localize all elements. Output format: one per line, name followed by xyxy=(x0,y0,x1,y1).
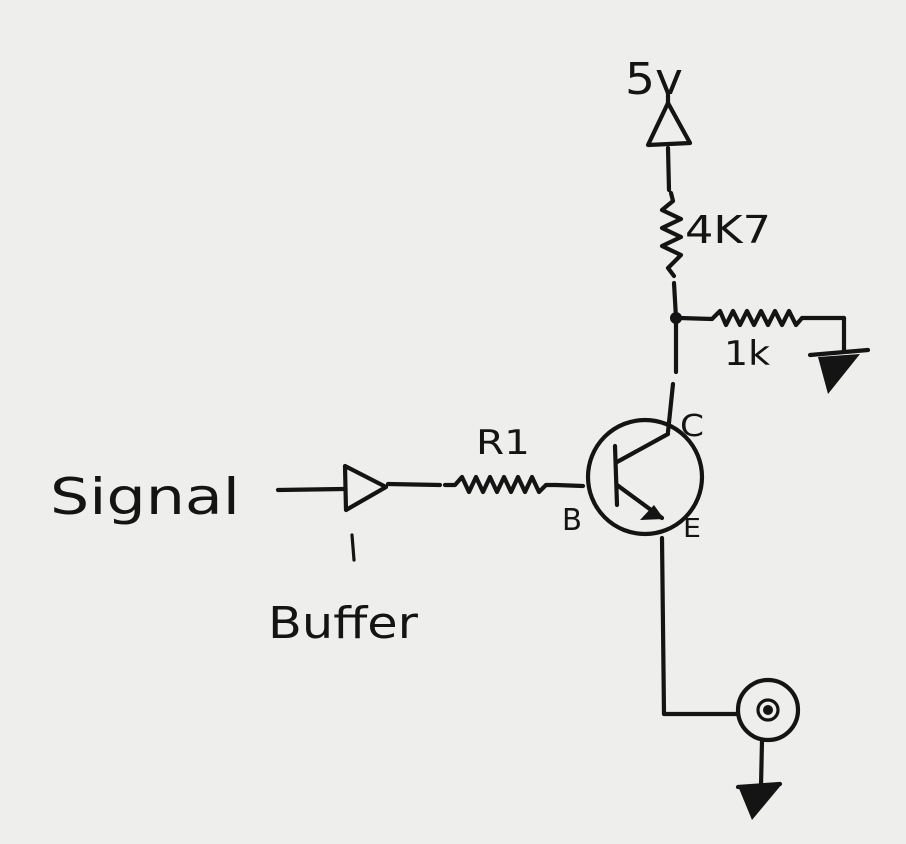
pullup-resistor xyxy=(659,190,684,279)
base-wire xyxy=(553,482,586,489)
transistor-collector-leg xyxy=(614,431,671,465)
collector-wire xyxy=(665,381,676,435)
buffer-output-wire xyxy=(385,481,443,488)
output-connector-inner xyxy=(756,698,780,722)
pullup-wire-bottom xyxy=(671,280,679,321)
load-ground-symbol xyxy=(818,354,860,394)
signal-label: Signal xyxy=(50,468,240,526)
r1-label: R1 xyxy=(476,423,530,463)
buffer-symbol xyxy=(342,463,389,513)
emitter-wire xyxy=(659,535,740,717)
output-connector-pin xyxy=(763,705,773,715)
base-pin-label: B xyxy=(562,503,582,538)
pullup-label: 4K7 xyxy=(685,208,771,252)
emitter-pin-label: E xyxy=(683,514,701,544)
output-ground-symbol xyxy=(738,784,782,820)
transistor-base-bar xyxy=(612,443,620,508)
r1-resistor xyxy=(442,474,559,495)
buffer-label: Buffer xyxy=(268,598,419,649)
collector-pin-label: C xyxy=(680,409,704,444)
input-wire xyxy=(275,486,346,493)
buffer-pointer-line xyxy=(350,533,356,562)
output-connector-outer xyxy=(735,677,801,743)
emitter-arrow xyxy=(640,505,664,520)
supply-symbol xyxy=(645,100,693,148)
load-ground-bar xyxy=(807,347,871,358)
transistor-body xyxy=(585,417,705,537)
supply-label: 5v xyxy=(625,54,683,105)
load-resistor xyxy=(677,308,847,328)
output-ground-wire xyxy=(758,738,765,789)
load-label: 1k xyxy=(724,334,770,374)
pullup-wire-top xyxy=(665,145,672,193)
